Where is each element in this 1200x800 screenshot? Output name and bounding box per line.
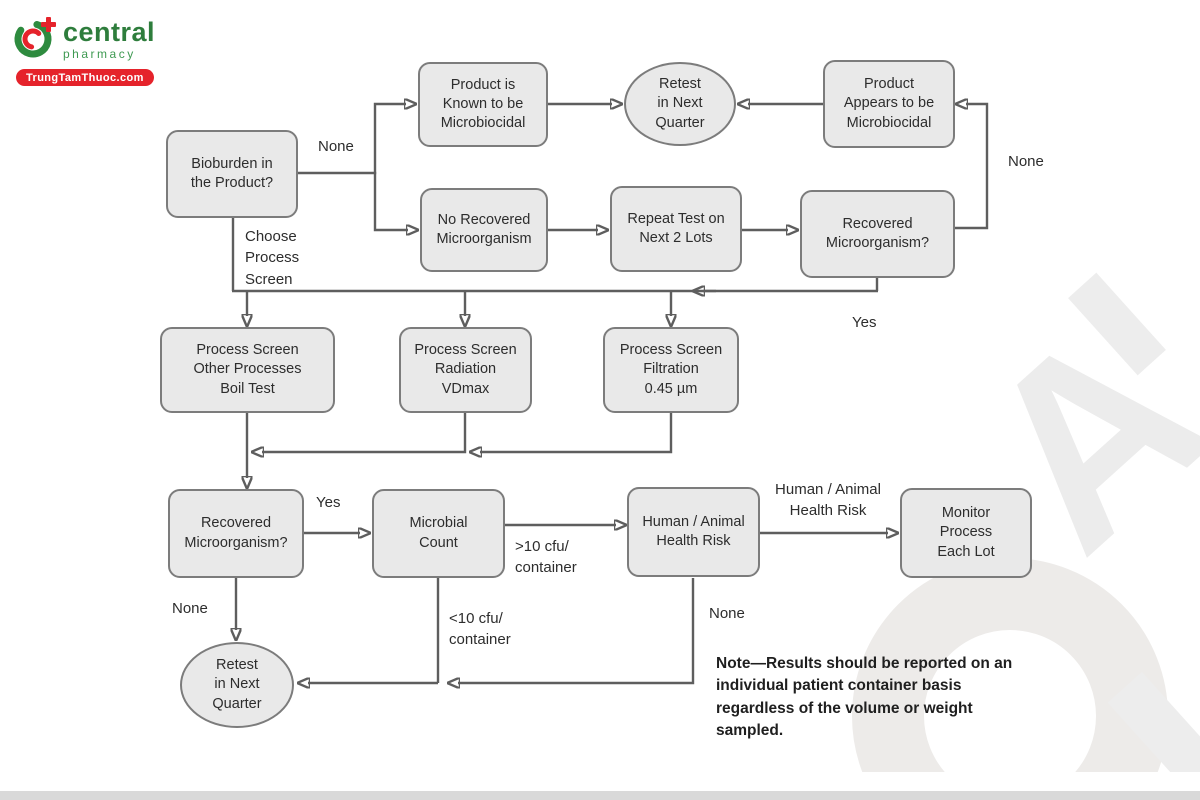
node-known: Product is Known to be Microbiocidal (418, 62, 548, 147)
edge-label-none-after-bioburden: None (318, 138, 354, 155)
node-ps-radiation: Process Screen Radiation VDmax (399, 327, 532, 413)
node-retest-top: Retest in Next Quarter (624, 62, 736, 146)
logo-brand-text: central (63, 17, 156, 47)
edge-label-gt10-cfu: >10 cfu/ container (515, 538, 577, 577)
edge-label-none-recovered-q2: None (172, 600, 208, 617)
edge-label-yes-recovered-q2: Yes (316, 494, 341, 511)
edge-label-yes-recovered-q1: Yes (852, 314, 877, 331)
node-repeat-test: Repeat Test on Next 2 Lots (610, 186, 742, 272)
node-recovered-q2: Recovered Microorganism? (168, 489, 304, 578)
edge-label-none-recovered-q1: None (1008, 153, 1044, 170)
edge-label-choose-process-screen: Choose Process Screen (245, 228, 300, 288)
node-microbial-count: Microbial Count (372, 489, 505, 578)
brand-logo: central pharmacy TrungTamThuoc.com (12, 14, 155, 86)
node-health-risk: Human / Animal Health Risk (627, 487, 760, 577)
edge-label-none-health-risk: None (709, 605, 745, 622)
node-bioburden: Bioburden in the Product? (166, 130, 298, 218)
node-no-recovered: No Recovered Microorganism (420, 188, 548, 272)
note-text: Note—Results should be reported on an in… (716, 655, 1013, 739)
logo-domain-badge: TrungTamThuoc.com (16, 69, 154, 86)
edge-label-lt10-cfu: <10 cfu/ container (449, 610, 511, 649)
logo-wordmark: central pharmacy (63, 17, 156, 61)
logo-tagline-text: pharmacy (63, 47, 136, 61)
node-ps-other: Process Screen Other Processes Boil Test (160, 327, 335, 413)
node-recovered-q1: Recovered Microorganism? (800, 190, 955, 278)
node-ps-filtration: Process Screen Filtration 0.45 µm (603, 327, 739, 413)
edge-label-human-animal-health-risk: Human / Animal Health Risk (775, 481, 881, 520)
central-pharmacy-logo-icon (12, 14, 58, 65)
node-retest-bottom: Retest in Next Quarter (180, 642, 294, 728)
bottom-edge-strip (0, 791, 1200, 800)
node-appears: Product Appears to be Microbiocidal (823, 60, 955, 148)
node-monitor: Monitor Process Each Lot (900, 488, 1032, 578)
